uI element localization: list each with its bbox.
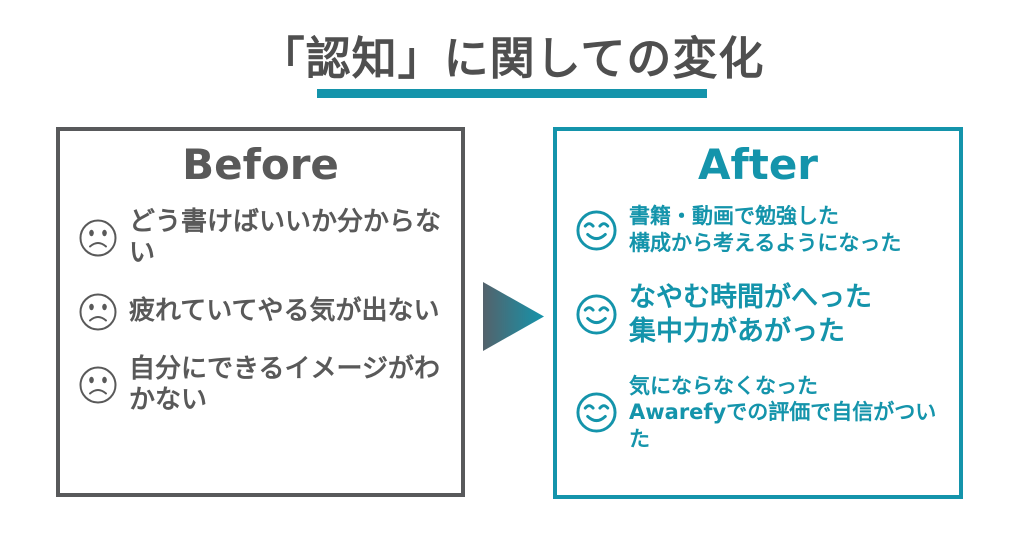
before-items: どう書けばいいか分からない 疲れていてやる気が出ない 自分に (60, 207, 461, 416)
after-item-line: 書籍・動画で勉強した (629, 204, 839, 229)
before-item: 自分にできるイメージがわかない (78, 354, 445, 416)
sad-face-icon (79, 219, 117, 257)
after-item-text: なやむ時間がへった 集中力があがった (629, 281, 872, 349)
after-item-line: 構成から考えるようになった (629, 231, 902, 256)
after-item-line: 気にならなくなった (629, 373, 818, 398)
after-item: なやむ時間がへった 集中力があがった (575, 281, 943, 349)
after-item-line: なやむ時間がへった (629, 282, 872, 314)
before-item: どう書けばいいか分からない (78, 207, 445, 269)
after-item-line: Awarefyでの評価で自信がついた (629, 400, 937, 452)
before-item-text: 疲れていてやる気が出ない (129, 296, 440, 327)
after-item-text: 書籍・動画で勉強した 構成から考えるようになった (629, 203, 901, 257)
before-panel: Before どう書けばいいか分からない 疲れていてやる気が出な (56, 127, 465, 497)
after-item: 気にならなくなった Awarefyでの評価で自信がついた (575, 373, 943, 454)
before-to-after-arrow-icon (483, 282, 544, 351)
before-item-text: どう書けばいいか分からない (129, 207, 442, 269)
title-underline (317, 89, 707, 98)
sad-face-icon (79, 293, 117, 331)
after-item: 書籍・動画で勉強した 構成から考えるようになった (575, 203, 943, 257)
after-heading: After (697, 140, 819, 189)
before-item-text: 自分にできるイメージがわかない (129, 353, 440, 415)
page-title: 「認知」に関しての変化 (259, 32, 765, 85)
before-item: 疲れていてやる気が出ない (78, 292, 445, 332)
after-items: 書籍・動画で勉強した 構成から考えるようになった なやむ時間がへった 集中力があ… (557, 203, 959, 453)
after-panel: After 書籍・動画で勉強した 構成から考えるようになった (553, 127, 963, 499)
smiling-face-icon (576, 210, 617, 251)
before-heading: Before (182, 140, 339, 189)
smiling-face-icon (576, 392, 617, 433)
after-item-text: 気にならなくなった Awarefyでの評価で自信がついた (629, 373, 943, 454)
smiling-face-icon (576, 294, 617, 335)
sad-face-icon (79, 366, 117, 404)
after-item-line: 集中力があがった (629, 315, 845, 347)
